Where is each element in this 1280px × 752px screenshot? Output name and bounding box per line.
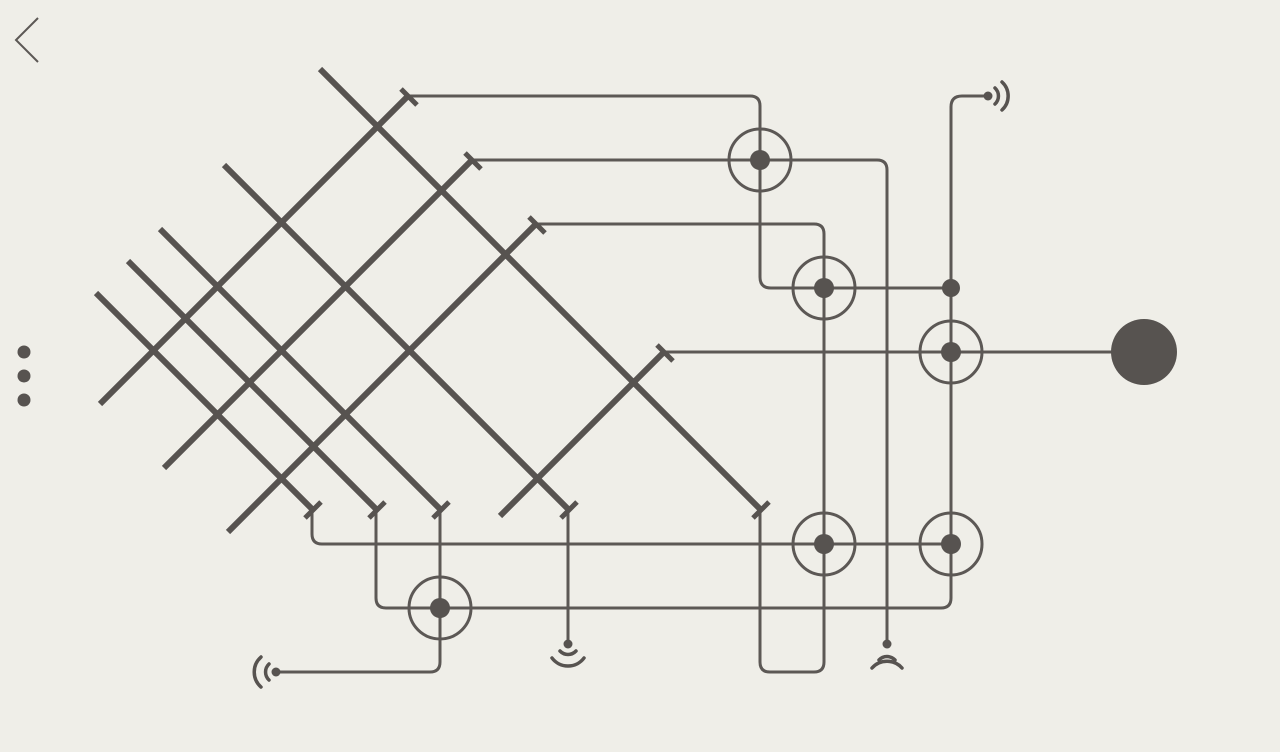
wire	[758, 160, 951, 290]
goal-node-icon	[1111, 319, 1177, 385]
vertical-ellipsis-icon	[17, 345, 31, 407]
back-button[interactable]	[4, 10, 48, 72]
wire	[276, 512, 442, 674]
sliding-bar[interactable]	[225, 215, 547, 535]
junction-ring[interactable]	[791, 255, 857, 321]
junction-ring[interactable]	[918, 511, 984, 577]
signal-emitter-icon	[983, 80, 1010, 112]
sliding-bar[interactable]	[157, 226, 451, 520]
menu-button[interactable]	[8, 338, 40, 414]
chevron-left-icon	[14, 17, 39, 63]
junction-node	[942, 279, 960, 297]
wire	[410, 94, 762, 160]
junctions	[407, 127, 984, 641]
wire	[473, 158, 889, 644]
sliding-bar[interactable]	[161, 151, 483, 471]
wire	[949, 94, 988, 544]
junction-ring[interactable]	[727, 127, 793, 193]
wire	[310, 512, 951, 546]
sliding-bar[interactable]	[317, 66, 771, 520]
signal-emitter-icon	[252, 655, 281, 689]
junction-ring[interactable]	[791, 511, 857, 577]
wire	[374, 512, 953, 610]
sliding-bar[interactable]	[97, 87, 419, 407]
junction-ring[interactable]	[918, 319, 984, 385]
signal-emitter-icon	[550, 639, 586, 668]
wire	[537, 222, 826, 288]
wire	[758, 288, 826, 674]
junction-ring[interactable]	[407, 575, 473, 641]
emitters	[252, 80, 1010, 689]
signal-emitter-icon	[870, 639, 904, 670]
sliding-bar[interactable]	[93, 290, 323, 520]
sliding-bars	[93, 66, 771, 535]
wires	[276, 94, 1144, 674]
sliding-bar[interactable]	[497, 343, 675, 519]
sliding-bar[interactable]	[221, 162, 579, 520]
sliding-bar[interactable]	[125, 258, 387, 520]
